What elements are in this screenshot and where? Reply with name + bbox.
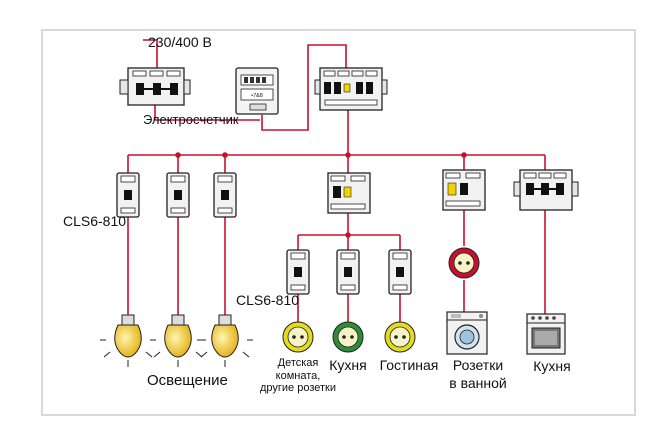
bathroom-label-line2: в ванной: [449, 375, 506, 391]
breaker-lighting-3: [213, 172, 237, 218]
lamp-1-icon: [100, 314, 156, 367]
frame-border: [41, 29, 636, 416]
rcbo-sockets: [327, 172, 371, 214]
stove-icon: [526, 313, 566, 355]
breaker-kitchen-sockets: [336, 249, 360, 295]
lamp-2-icon: [150, 314, 206, 367]
breaker-living-room: [388, 249, 412, 295]
socket-living-room-icon: [384, 321, 416, 353]
main-breaker: [119, 67, 191, 106]
washing-machine-icon: [446, 311, 488, 355]
meter-label: Электросчетчик: [143, 112, 239, 127]
breaker-model-label-lower: CLS6-810: [236, 292, 299, 308]
wire-junctions: [175, 152, 467, 238]
kitchen-stove-label: Кухня: [533, 358, 570, 374]
main-rcd: [314, 67, 388, 111]
supply-voltage-label: 230/400 В: [148, 34, 212, 50]
lamp-3-icon: [197, 314, 253, 367]
kitchen-socket-label: Кухня: [329, 357, 366, 373]
lighting-label: Освещение: [147, 372, 228, 389]
socket-kids-room-icon: [282, 321, 314, 353]
bathroom-label-line1: Розетки: [453, 357, 503, 373]
living-room-label: Гостиная: [380, 357, 439, 373]
breaker-lighting-1: [116, 172, 140, 218]
socket-kitchen-icon: [332, 321, 364, 353]
breaker-kids-room: [286, 249, 310, 295]
kids-room-label-line2: комната,: [276, 370, 321, 382]
breaker-lighting-2: [166, 172, 190, 218]
breaker-stove: [513, 169, 579, 211]
breaker-model-label-left: CLS6-810: [63, 213, 126, 229]
meter-display: •7&8: [251, 93, 263, 99]
kids-room-label-line3: другие розетки: [260, 382, 336, 394]
kids-room-label-line1: Детская: [278, 357, 319, 369]
socket-bathroom-icon: [448, 247, 480, 279]
rcbo-bathroom: [442, 169, 486, 211]
electricity-meter: [235, 67, 279, 115]
